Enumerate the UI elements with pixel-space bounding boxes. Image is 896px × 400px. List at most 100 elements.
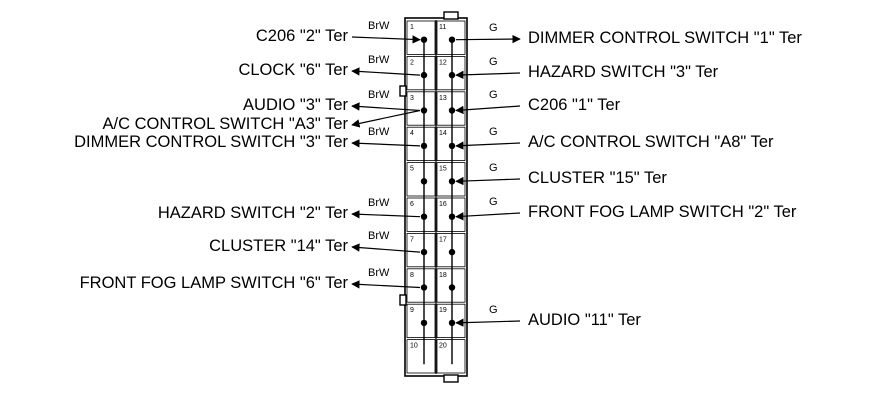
pin-number-right: 14 xyxy=(439,130,447,137)
cavity-left xyxy=(406,20,436,55)
pin-number-left: 8 xyxy=(410,272,414,279)
right-terminal-label: HAZARD SWITCH "3" Ter xyxy=(528,63,719,81)
connector-side-key-lower xyxy=(399,294,407,306)
right-wire-line xyxy=(455,105,521,115)
pin-dot-left xyxy=(420,213,428,220)
wire-color-label: G xyxy=(489,162,498,174)
wire-color-label: BrW xyxy=(368,20,390,32)
cavity-right xyxy=(436,56,466,91)
pin-dot-right xyxy=(448,284,456,291)
wire-color-label: G xyxy=(489,304,498,316)
left-wire-line xyxy=(351,35,421,44)
right-terminal-label: FRONT FOG LAMP SWITCH "2" Ter xyxy=(528,203,797,221)
pin-number-right: 11 xyxy=(439,24,446,31)
cavity-left xyxy=(406,268,436,303)
left-terminal-label: A/C CONTROL SWITCH "A3" Ter xyxy=(102,115,349,133)
cavity-left xyxy=(406,126,436,161)
pin-number-left: 7 xyxy=(410,236,414,243)
cavity-left xyxy=(406,91,436,126)
wire-color-label: BrW xyxy=(368,197,390,209)
left-terminal-label: DIMMER CONTROL SWITCH "3" Ter xyxy=(74,133,348,151)
pin-number-right: 19 xyxy=(439,307,447,314)
wire-color-label: BrW xyxy=(368,89,390,101)
pin-number-right: 15 xyxy=(439,166,447,173)
pin-dot-left xyxy=(420,71,428,79)
wire-color-label: BrW xyxy=(368,267,390,279)
left-wire-line xyxy=(351,280,421,289)
wire-color-label: G xyxy=(489,196,498,208)
pin-number-left: 9 xyxy=(410,307,414,314)
wire-color-label: BrW xyxy=(368,54,390,66)
pin-dot-left xyxy=(420,142,428,150)
left-terminal-label: CLOCK "6" Ter xyxy=(238,61,348,79)
cavity-right xyxy=(436,339,466,374)
left-wire-line xyxy=(351,109,421,128)
pin-dot-left xyxy=(420,248,428,256)
left-terminal-label: HAZARD SWITCH "2" Ter xyxy=(157,204,348,222)
pin-number-right: 17 xyxy=(439,236,447,243)
pin-number-right: 13 xyxy=(439,95,447,102)
connector-bottom-latch xyxy=(443,374,459,383)
cavity-right xyxy=(436,197,466,232)
pin-number-right: 16 xyxy=(439,201,447,208)
pin-dot-left xyxy=(420,284,428,291)
cavity-right xyxy=(436,162,466,197)
connector-top-latch xyxy=(443,11,459,20)
right-wire-line xyxy=(455,318,521,327)
cavity-right xyxy=(436,303,466,339)
cavity-left xyxy=(406,197,436,232)
right-terminal-label: A/C CONTROL SWITCH "A8" Ter xyxy=(528,133,774,151)
cavity-left xyxy=(406,339,436,374)
pin-dot-right xyxy=(448,142,456,150)
cavity-right xyxy=(436,20,466,55)
pin-number-left: 2 xyxy=(410,59,414,66)
pin-number-left: 1 xyxy=(410,24,414,31)
pin-dot-right xyxy=(448,178,456,185)
right-terminal-label: DIMMER CONTROL SWITCH "1" Ter xyxy=(528,29,802,47)
left-wire-line xyxy=(351,102,421,112)
left-wire-line xyxy=(351,67,421,76)
wire-color-label: G xyxy=(489,56,498,68)
connector-side-key-upper xyxy=(399,85,407,97)
left-wire-line xyxy=(351,243,421,253)
wire-color-label: G xyxy=(489,126,498,138)
pin-dot-left xyxy=(420,178,428,185)
right-wire-line xyxy=(455,70,521,80)
right-wire-line xyxy=(455,34,521,44)
pin-dot-right xyxy=(448,71,456,79)
cavity-left xyxy=(406,162,436,197)
pin-number-left: 5 xyxy=(410,166,414,173)
pin-dot-right xyxy=(448,36,456,43)
pin-dot-left xyxy=(420,107,428,114)
pin-number-right: 20 xyxy=(439,343,447,350)
cavity-left xyxy=(406,232,436,268)
cavity-right xyxy=(436,232,466,268)
left-terminal-label: FRONT FOG LAMP SWITCH "6" Ter xyxy=(79,274,348,292)
left-wire-line xyxy=(351,210,421,219)
left-wire-line xyxy=(351,139,421,148)
pin-number-left: 3 xyxy=(410,95,414,102)
pin-number-left: 4 xyxy=(410,130,414,137)
pin-dot-right xyxy=(448,319,456,327)
left-terminal-label: C206 "2" Ter xyxy=(255,27,348,45)
right-terminal-label: AUDIO "11" Ter xyxy=(528,311,641,329)
wire-color-label: G xyxy=(489,22,498,34)
pin-number-left: 10 xyxy=(410,343,418,350)
right-wire-line xyxy=(455,176,521,186)
pin-dot-left xyxy=(420,36,428,43)
left-terminal-label: CLUSTER "14" Ter xyxy=(209,237,348,255)
right-terminal-label: C206 "1" Ter xyxy=(528,96,621,114)
pin-dot-left xyxy=(420,319,428,327)
pin-number-left: 6 xyxy=(410,201,414,208)
right-terminal-label: CLUSTER "15" Ter xyxy=(528,169,667,187)
right-wire-line xyxy=(455,141,521,150)
cavity-right xyxy=(436,268,466,303)
pin-number-right: 18 xyxy=(439,272,447,279)
pin-dot-right xyxy=(448,248,456,256)
wire-color-label: BrW xyxy=(368,230,390,242)
pin-dot-right xyxy=(448,213,456,220)
cavity-left xyxy=(406,56,436,91)
cavity-left xyxy=(406,303,436,339)
